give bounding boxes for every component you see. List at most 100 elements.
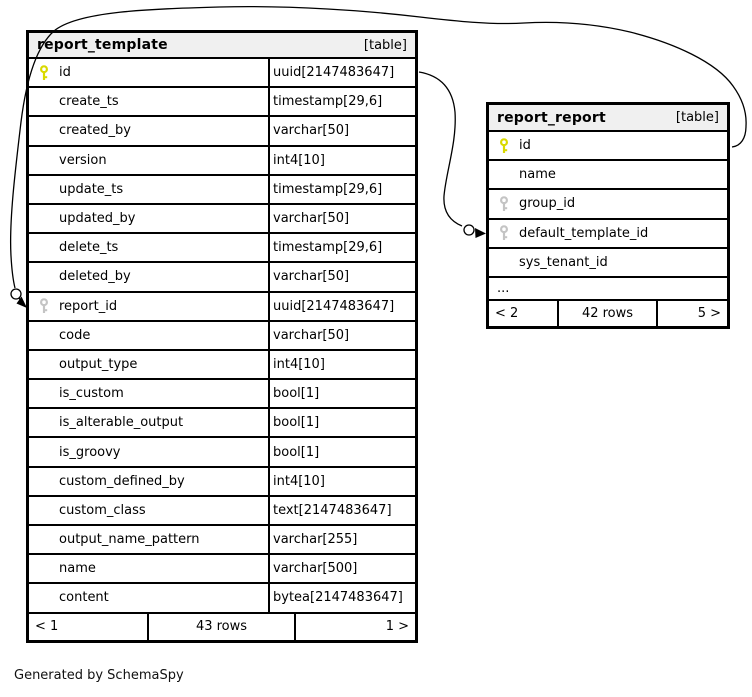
column-row-name: name (489, 161, 727, 191)
column-name-cell: default_template_id (489, 220, 727, 247)
column-name-cell: updated_by (29, 205, 268, 232)
column-type-cell: int4[10] (268, 467, 415, 495)
column-type-cell: varchar[50] (268, 204, 415, 233)
column-type-cell: varchar[50] (268, 263, 415, 291)
column-row-is_custom: is_custom bool[1] (29, 380, 415, 410)
column-type: uuid[2147483647] (273, 65, 395, 81)
column-name-cell: report_id (29, 293, 268, 320)
pagination-prev: < 1 (35, 619, 59, 635)
table-title[interactable]: report_template (37, 37, 168, 53)
column-type: varchar[50] (273, 211, 350, 227)
column-list: id uuid[2147483647] create_ts timestamp[29,… (29, 59, 415, 614)
column-name-cell: code (29, 322, 268, 349)
column-name-cell: delete_ts (29, 234, 268, 261)
primary-key-icon (39, 64, 59, 81)
table-type-badge: [table] (675, 110, 719, 125)
column-name: version (59, 152, 107, 168)
column-name: code (59, 327, 91, 343)
column-name-cell: is_custom (29, 380, 268, 407)
column-row-is_alterable_output: is_alterable_output bool[1] (29, 409, 415, 439)
column-type-cell: varchar[500] (268, 555, 415, 583)
relation-zero-marker-left (10, 288, 22, 300)
column-row-more: ... (489, 277, 727, 301)
column-name: output_name_pattern (59, 532, 200, 548)
column-name-cell: id (489, 132, 727, 159)
column-name: output_type (59, 356, 138, 372)
column-type: varchar[255] (273, 532, 358, 548)
column-row-content: content bytea[2147483647] (29, 584, 415, 614)
column-type: bool[1] (273, 444, 320, 460)
column-name: delete_ts (59, 240, 119, 256)
column-type: bytea[2147483647] (273, 590, 403, 606)
column-type: varchar[50] (273, 269, 350, 285)
column-type-cell: int4[10] (268, 146, 415, 174)
column-type-cell: uuid[2147483647] (268, 59, 415, 87)
pagination-next: 5 > (697, 305, 721, 321)
column-name-cell: created_by (29, 117, 268, 144)
pagination-prev: < 2 (495, 305, 519, 321)
column-row-output_name_pattern: output_name_pattern varchar[255] (29, 526, 415, 556)
column-type: varchar[500] (273, 561, 358, 577)
column-name-cell: sys_tenant_id (489, 249, 727, 276)
column-type-cell: timestamp[29,6] (268, 175, 415, 203)
column-name: id (519, 138, 531, 154)
table-title[interactable]: report_report (497, 109, 606, 126)
column-name: ... (497, 280, 510, 296)
column-name-cell: name (489, 161, 727, 188)
pagination-next: 1 > (385, 619, 409, 635)
column-name-cell: id (29, 59, 268, 86)
column-name: update_ts (59, 181, 124, 197)
column-row-create_ts: create_ts timestamp[29,6] (29, 88, 415, 118)
column-row-update_ts: update_ts timestamp[29,6] (29, 175, 415, 205)
column-name: updated_by (59, 211, 136, 227)
column-name: content (59, 590, 109, 606)
column-type-cell: timestamp[29,6] (268, 234, 415, 262)
entity-header: report_template [table] (29, 33, 415, 59)
column-type: bool[1] (273, 415, 320, 431)
column-row-is_groovy: is_groovy bool[1] (29, 438, 415, 468)
column-type-cell: bool[1] (268, 438, 415, 466)
foreign-key-icon (39, 298, 59, 314)
relation-line-default-template (418, 71, 463, 227)
column-type-cell: bool[1] (268, 409, 415, 437)
column-row-default_template_id: default_template_id (489, 219, 727, 249)
column-row-delete_ts: delete_ts timestamp[29,6] (29, 234, 415, 264)
column-name: sys_tenant_id (519, 254, 608, 270)
column-name: create_ts (59, 94, 119, 110)
column-row-id: id (489, 132, 727, 162)
column-name-cell: name (29, 555, 268, 582)
column-name-cell: custom_class (29, 497, 268, 524)
column-row-output_type: output_type int4[10] (29, 350, 415, 381)
column-name-cell: create_ts (29, 88, 268, 115)
column-row-sys_tenant_id: sys_tenant_id (489, 248, 727, 278)
column-type-cell: varchar[255] (268, 526, 415, 554)
column-name-cell: output_name_pattern (29, 526, 268, 553)
column-row-id: id uuid[2147483647] (29, 59, 415, 89)
column-type-cell: varchar[50] (268, 117, 415, 145)
entity-footer: < 2 42 rows 5 > (489, 300, 727, 326)
relation-arrowhead-right (475, 228, 486, 238)
relation-zero-marker-right (463, 224, 475, 236)
column-name: id (59, 65, 71, 81)
column-type: timestamp[29,6] (273, 94, 383, 110)
column-name: is_alterable_output (59, 415, 184, 431)
primary-key-icon (499, 137, 519, 154)
column-name-cell: version (29, 147, 268, 174)
row-count: 43 rows (147, 613, 296, 640)
column-type-cell: bool[1] (268, 380, 415, 408)
column-type: bool[1] (273, 386, 320, 402)
foreign-key-icon (499, 225, 519, 241)
column-type: int4[10] (273, 152, 325, 168)
column-type: varchar[50] (273, 123, 350, 139)
entity-header: report_report [table] (489, 105, 727, 132)
row-count: 42 rows (557, 300, 658, 326)
column-name: is_groovy (59, 444, 121, 460)
column-type-cell: bytea[2147483647] (268, 584, 415, 612)
entity-footer: < 1 43 rows 1 > (29, 613, 415, 640)
column-type-cell: int4[10] (268, 350, 415, 379)
column-name: name (59, 561, 96, 577)
